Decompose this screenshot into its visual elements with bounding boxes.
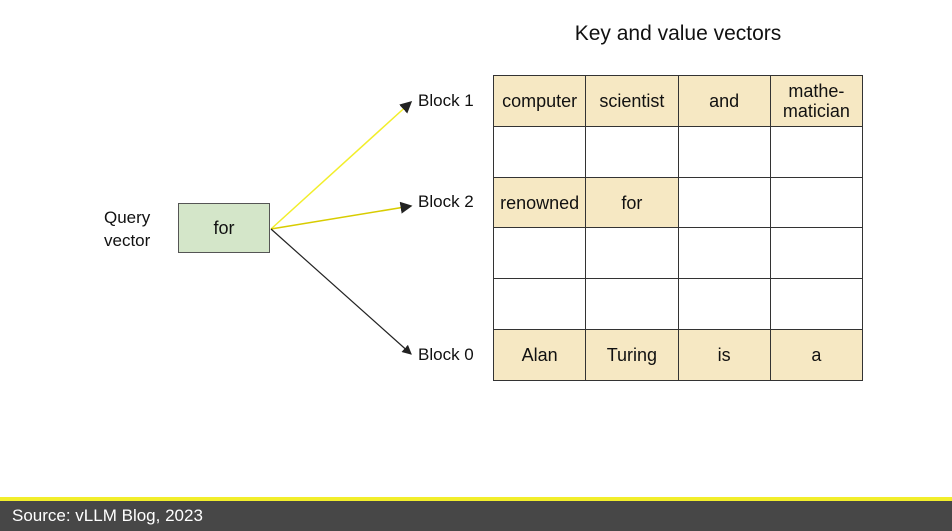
kv-cell: is [678, 330, 771, 381]
kv-cell: Alan [494, 330, 587, 381]
block-label-0: Block 0 [418, 345, 474, 364]
kv-cell-empty [770, 177, 863, 229]
kv-cell: a [770, 330, 863, 381]
kv-cell-empty [586, 126, 679, 178]
query-label-line-2: vector [104, 231, 151, 250]
kv-cell: computer [494, 76, 587, 127]
kv-cell-empty [770, 126, 863, 178]
kv-cell-empty [678, 279, 771, 331]
kv-cell-empty [678, 228, 771, 280]
kv-cell: and [678, 76, 771, 127]
kv-cell: scientist [586, 76, 679, 127]
kv-cache-grid: computer scientist and mathe- matician r… [493, 75, 863, 381]
arrow-to-block-2 [270, 201, 413, 230]
kv-cell-empty [494, 228, 587, 280]
source-footer: Source: vLLM Blog, 2023 [0, 497, 952, 531]
kv-cell-empty [494, 126, 587, 178]
kv-cell-empty [770, 228, 863, 280]
block-label-2: Block 2 [418, 192, 474, 211]
kv-cell: mathe- matician [770, 76, 863, 127]
diagram-title: Key and value vectors [574, 22, 782, 45]
kv-cell: for [586, 177, 679, 229]
kv-cell-empty [770, 279, 863, 331]
block-label-1: Block 1 [418, 91, 474, 110]
query-vector-box: for [178, 203, 270, 253]
kv-cell-empty [494, 279, 587, 331]
kv-cell-empty [586, 228, 679, 280]
source-text: Source: vLLM Blog, 2023 [12, 506, 203, 525]
kv-cell-empty [678, 126, 771, 178]
kv-cell-empty [586, 279, 679, 331]
arrow-to-block-1 [270, 100, 413, 230]
kv-cell: renowned [494, 177, 587, 229]
kv-cell: Turing [586, 330, 679, 381]
query-vector-label: Query vector [104, 206, 174, 252]
query-label-line-1: Query [104, 208, 151, 227]
query-token: for [213, 217, 235, 238]
kv-cell-empty [678, 177, 771, 229]
arrow-to-block-0 [270, 228, 412, 355]
